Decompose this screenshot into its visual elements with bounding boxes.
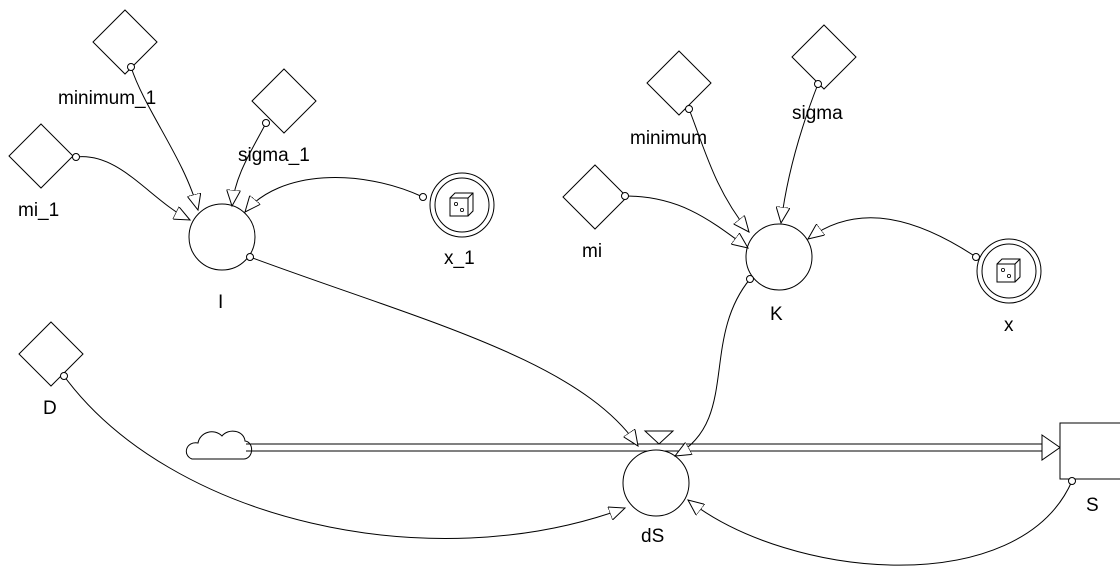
connector-origin-dot bbox=[419, 193, 427, 201]
connector-origin-dot bbox=[746, 275, 754, 283]
dice-icon bbox=[996, 258, 1021, 283]
sigma-label: sigma bbox=[792, 103, 843, 124]
mi-constant[interactable] bbox=[562, 164, 628, 230]
minimum_1-label: minimum_1 bbox=[58, 88, 157, 109]
connector-minimum-to-K bbox=[688, 108, 749, 232]
connector-origin-dot bbox=[621, 192, 629, 200]
connector-origin-dot bbox=[262, 119, 270, 127]
connector-S-to-dS bbox=[688, 480, 1073, 566]
connector-x-to-K bbox=[808, 217, 977, 258]
dS-label: dS bbox=[641, 526, 665, 547]
x-label: x bbox=[1004, 315, 1014, 336]
connector-sigma_1-to-I bbox=[232, 122, 267, 206]
dS-flow-rate[interactable] bbox=[622, 449, 690, 517]
mi_1-constant[interactable] bbox=[8, 123, 74, 189]
cloud-source-icon bbox=[185, 430, 253, 460]
minimum-label: minimum bbox=[630, 128, 708, 149]
x_1-label: x_1 bbox=[444, 248, 475, 269]
minimum_1-constant[interactable] bbox=[92, 9, 158, 75]
sigma_1-constant[interactable] bbox=[251, 68, 317, 134]
connector-mi_1-to-I bbox=[75, 156, 190, 220]
connector-x_1-to-I bbox=[245, 177, 424, 212]
connector-I-to-dS bbox=[249, 256, 638, 446]
I-auxiliary[interactable] bbox=[188, 203, 256, 271]
S-label: S bbox=[1086, 495, 1099, 516]
D-constant[interactable] bbox=[18, 321, 84, 387]
flow-arrowhead bbox=[1041, 434, 1061, 461]
minimum-constant[interactable] bbox=[646, 50, 712, 116]
S-stock[interactable] bbox=[1059, 422, 1120, 480]
valve-icon bbox=[643, 430, 675, 445]
connector-origin-dot bbox=[685, 105, 693, 113]
connector-origin-dot bbox=[972, 253, 980, 261]
dice-icon bbox=[449, 192, 474, 217]
mi_1-label: mi_1 bbox=[18, 200, 60, 221]
D-label: D bbox=[43, 398, 57, 419]
connector-sigma-to-K bbox=[781, 83, 819, 223]
connector-origin-dot bbox=[246, 253, 254, 261]
mi-label: mi bbox=[582, 241, 603, 262]
connector-origin-dot bbox=[1068, 477, 1076, 485]
sigma_1-label: sigma_1 bbox=[238, 145, 310, 166]
x_1-random-variable[interactable] bbox=[429, 172, 495, 238]
connector-origin-dot bbox=[814, 80, 822, 88]
connector-origin-dot bbox=[72, 153, 80, 161]
K-auxiliary[interactable] bbox=[745, 223, 813, 291]
connector-D-to-dS bbox=[63, 375, 625, 539]
connector-mi-to-K bbox=[624, 195, 748, 248]
connector-minimum_1-to-I bbox=[130, 66, 198, 210]
K-label: K bbox=[770, 304, 783, 325]
connector-origin-dot bbox=[127, 63, 135, 71]
sigma-constant[interactable] bbox=[791, 24, 857, 90]
connector-K-to-dS bbox=[675, 278, 751, 456]
x-random-variable[interactable] bbox=[976, 238, 1042, 304]
connector-origin-dot bbox=[60, 372, 68, 380]
I-label: I bbox=[218, 292, 224, 313]
